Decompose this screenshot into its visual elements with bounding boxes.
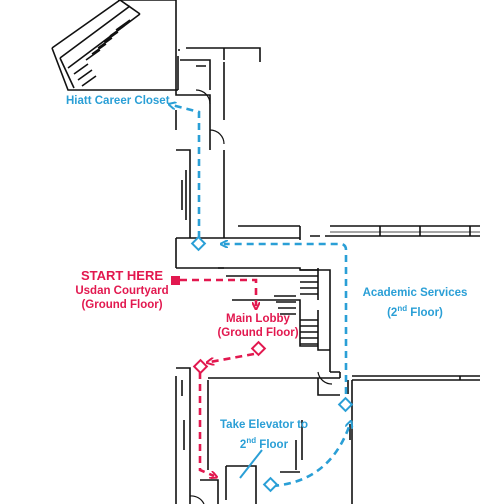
elevator-label-line2: 2nd Floor: [239, 436, 289, 451]
start-marker: [171, 276, 180, 285]
main-lobby-label-line1: Main Lobby: [226, 313, 290, 325]
blue-node-corridor: [190, 235, 207, 252]
building-walls: [51, 0, 480, 504]
red-node-lobby: [250, 340, 267, 357]
blue-node-elevator: [262, 476, 279, 493]
start-here-label: START HERE: [80, 268, 164, 283]
blue-route: [172, 105, 350, 488]
academic-services-label-line1: Academic Services: [362, 287, 468, 299]
red-route-nodes: [171, 276, 267, 375]
main-lobby-label-line2: (Ground Floor): [217, 327, 299, 339]
red-node-lower: [192, 358, 209, 375]
hiatt-label: Hiatt Career Closet: [66, 95, 170, 107]
elevator-label-line1: Take Elevator to: [220, 419, 308, 431]
elevator-callout-line: [239, 449, 263, 479]
usdan-label-line2: (Ground Floor): [81, 299, 163, 311]
usdan-label-line1: Usdan Courtyard: [75, 285, 169, 297]
red-route: [180, 278, 256, 476]
academic-services-label-line2: (2nd Floor): [387, 304, 443, 319]
blue-route-nodes: [190, 235, 354, 493]
blue-node-academic: [337, 396, 354, 413]
